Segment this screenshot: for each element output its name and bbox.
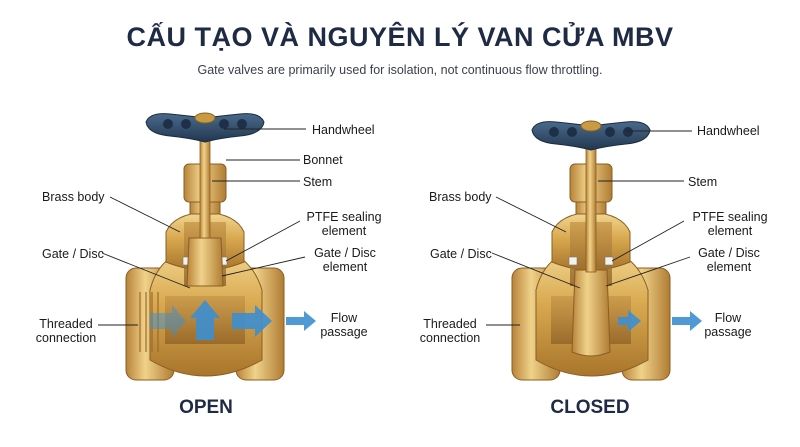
open-gate-disc-label: Gate / Disc xyxy=(42,247,104,261)
closed-ptfe-label: PTFE sealing element xyxy=(692,210,768,238)
closed-flow-passage-label: Flow passage xyxy=(704,311,752,339)
closed-brass-body-label: Brass body xyxy=(429,190,492,204)
open-valve xyxy=(98,112,316,381)
closed-stem-label: Stem xyxy=(688,175,718,189)
closed-gate-disc-element-label: Gate / Disc element xyxy=(698,246,760,274)
open-threaded-connection-label: Threaded connection xyxy=(35,317,97,345)
closed-state-label: CLOSED xyxy=(550,397,630,418)
open-bonnet-label: Bonnet xyxy=(303,153,343,167)
page-title: CẤU TẠO VÀ NGUYÊN LÝ VAN CỬA MBV xyxy=(126,22,674,52)
open-stem-label: Stem xyxy=(303,175,333,189)
open-ptfe-label: PTFE sealing element xyxy=(306,210,382,238)
open-state-label: OPEN xyxy=(179,397,233,418)
open-brass-body-label: Brass body xyxy=(42,190,105,204)
closed-gate-disc-label: Gate / Disc xyxy=(430,247,492,261)
closed-threaded-connection-label: Threaded connection xyxy=(419,317,481,345)
open-flow-passage-label: Flow passage xyxy=(320,311,368,339)
open-handwheel-label: Handwheel xyxy=(312,123,375,137)
page-subtitle: Gate valves are primarily used for isola… xyxy=(197,63,603,77)
closed-handwheel-label: Handwheel xyxy=(697,124,760,138)
closed-valve xyxy=(486,120,702,381)
open-gate-disc-element-label: Gate / Disc element xyxy=(314,246,376,274)
